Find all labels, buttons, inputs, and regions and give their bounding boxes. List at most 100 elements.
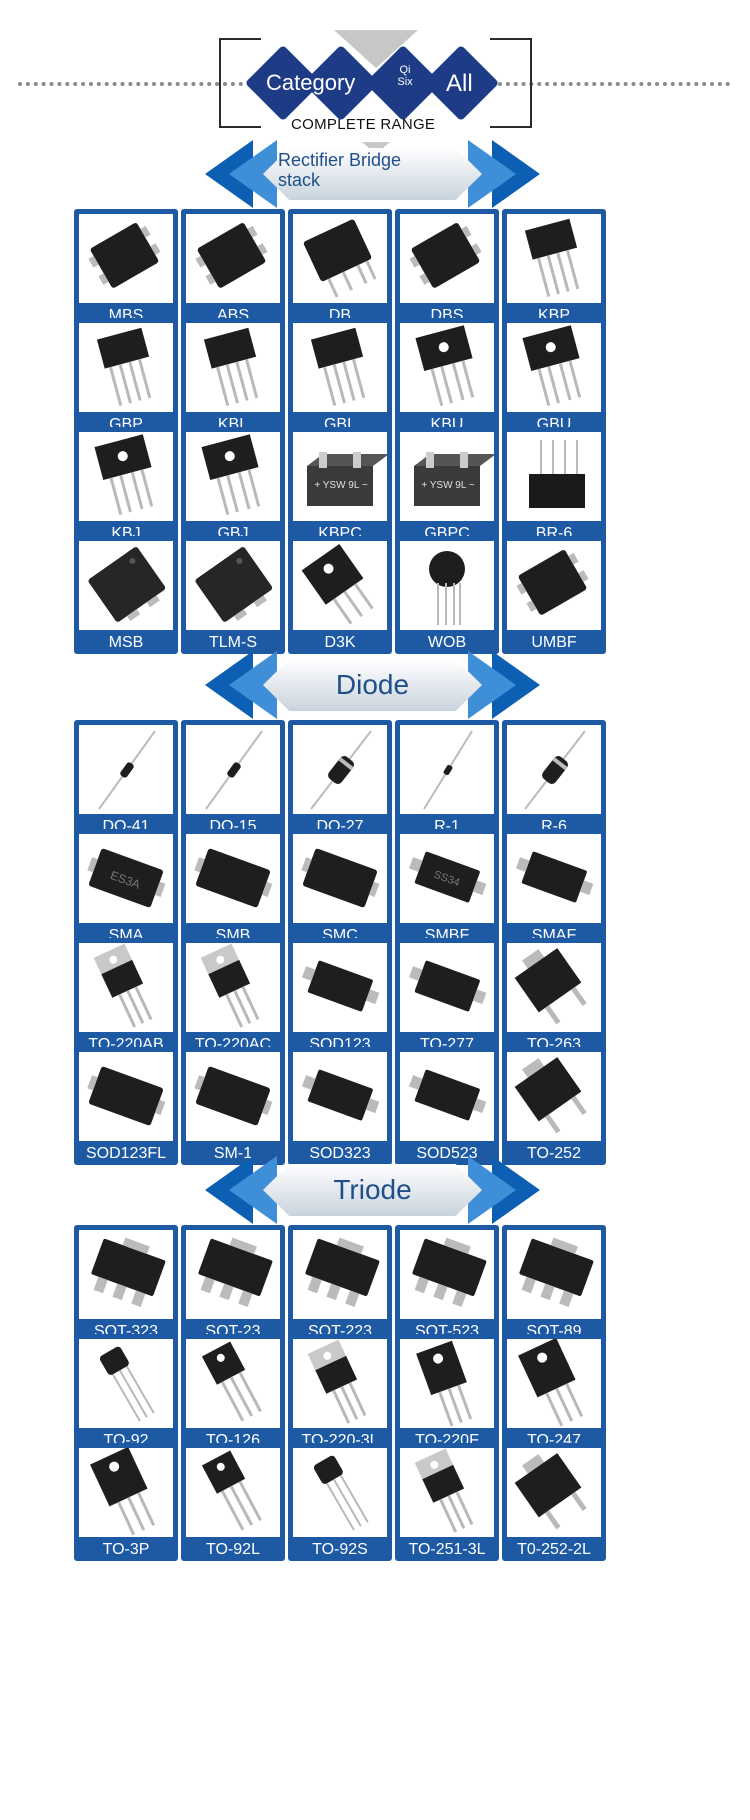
product-card[interactable]: TO-247 [502, 1334, 606, 1452]
smd-flat-diode-icon [293, 943, 387, 1032]
smd-flat-diode-icon [507, 834, 601, 923]
product-card[interactable]: KBJ [74, 427, 178, 545]
product-card[interactable]: DO-41 [74, 720, 178, 838]
product-card[interactable]: GBJ [181, 427, 285, 545]
product-card[interactable]: SOD523 [395, 1047, 499, 1165]
product-card[interactable]: KBP [502, 209, 606, 327]
product-card[interactable]: TO-251-3L [395, 1443, 499, 1561]
product-card[interactable]: BR-6 [502, 427, 606, 545]
product-card[interactable]: MSB [74, 536, 178, 654]
dotted-divider-left [18, 82, 243, 86]
product-card[interactable]: TO-92 [74, 1334, 178, 1452]
product-card[interactable]: WOB [395, 536, 499, 654]
sot-icon [79, 1230, 173, 1319]
product-card[interactable]: TO-3P [74, 1443, 178, 1561]
product-card[interactable]: R-1 [395, 720, 499, 838]
smd-square-chip-icon [79, 214, 173, 303]
product-card[interactable]: DO-15 [181, 720, 285, 838]
product-card[interactable]: T0-252-2L [502, 1443, 606, 1561]
product-card[interactable]: DB [288, 209, 392, 327]
to220-icon [400, 1448, 494, 1537]
product-card[interactable]: SMAF [502, 829, 606, 947]
smd-square-chip-icon [507, 541, 601, 630]
product-card[interactable]: GBU [502, 318, 606, 436]
product-card[interactable]: ABS [181, 209, 285, 327]
product-card[interactable]: SMC [288, 829, 392, 947]
product-card[interactable]: SOT-89 [502, 1225, 606, 1343]
single-inline-bridge-hole-icon [186, 432, 280, 521]
product-card[interactable]: GBL [288, 318, 392, 436]
product-label: TO-92S [312, 1541, 368, 1558]
product-card[interactable]: SM-1 [181, 1047, 285, 1165]
product-card[interactable]: TLM-S [181, 536, 285, 654]
product-card[interactable]: TO-220F [395, 1334, 499, 1452]
sot-icon [400, 1230, 494, 1319]
smd-diode-icon [79, 1052, 173, 1141]
single-inline-bridge-hole-icon [400, 323, 494, 412]
axial-diode-icon [79, 725, 173, 814]
product-card[interactable]: + YSW 9L ~ GBPC [395, 427, 499, 545]
product-card[interactable]: SOD123 [288, 938, 392, 1056]
product-card[interactable]: TO-92L [181, 1443, 285, 1561]
product-card[interactable]: SOT-523 [395, 1225, 499, 1343]
flat-smd-chip-icon [79, 541, 173, 630]
product-card[interactable]: TO-126 [181, 1334, 285, 1452]
dpak-chip-icon [293, 541, 387, 630]
smd-flat-diode-icon [400, 1052, 494, 1141]
section-title-line: Rectifier Bridge [278, 150, 402, 170]
product-card[interactable]: UMBF [502, 536, 606, 654]
product-card[interactable]: SMB [181, 829, 285, 947]
product-card[interactable]: D3K [288, 536, 392, 654]
product-label: TO-251-3L [408, 1541, 486, 1558]
product-card[interactable]: + YSW 9L ~ KBPC [288, 427, 392, 545]
to247-icon [507, 1339, 601, 1428]
header-frame [219, 38, 532, 128]
smd-flat-diode-icon [400, 943, 494, 1032]
d2pak-icon [507, 943, 601, 1032]
product-card[interactable]: DBS [395, 209, 499, 327]
square-bridge-terminal-icon: + YSW 9L ~ [400, 432, 494, 521]
brand-logo: Qi Six [397, 64, 413, 88]
product-card[interactable]: SOT-323 [74, 1225, 178, 1343]
smd-flat-diode-icon [293, 1052, 387, 1141]
round-bridge-icon [400, 541, 494, 630]
product-card[interactable]: R-6 [502, 720, 606, 838]
product-card[interactable]: TO-277 [395, 938, 499, 1056]
product-card[interactable]: TO-220-3L [288, 1334, 392, 1452]
smd-square-chip-icon [186, 214, 280, 303]
product-card[interactable]: TO-263 [502, 938, 606, 1056]
smd-diode-icon [186, 1052, 280, 1141]
product-card[interactable]: TO-252 [502, 1047, 606, 1165]
product-card[interactable]: SOD323 [288, 1047, 392, 1165]
product-card[interactable]: KBL [181, 318, 285, 436]
section-banner: Triode [205, 1156, 540, 1224]
product-card[interactable]: SOT-23 [181, 1225, 285, 1343]
product-card[interactable]: SS34 SMBF [395, 829, 499, 947]
section-title: Triode [333, 1174, 412, 1205]
product-label: T0-252-2L [517, 1541, 591, 1558]
axial-diode-icon [186, 725, 280, 814]
product-label: TLM-S [209, 634, 257, 651]
product-card[interactable]: SOT-223 [288, 1225, 392, 1343]
product-card[interactable]: MBS [74, 209, 178, 327]
square-bridge-terminal-icon: + YSW 9L ~ [293, 432, 387, 521]
to126-icon [186, 1339, 280, 1428]
product-card[interactable]: GBP [74, 318, 178, 436]
product-label: UMBF [531, 634, 577, 651]
product-card[interactable]: SOD123FL [74, 1047, 178, 1165]
to92-icon [79, 1339, 173, 1428]
category-label: Category [266, 70, 356, 95]
product-card[interactable]: ES3A SMA [74, 829, 178, 947]
to220-icon [186, 943, 280, 1032]
product-card[interactable]: TO-220AB [74, 938, 178, 1056]
product-card[interactable]: DO-27 [288, 720, 392, 838]
product-label: TO-92L [206, 1541, 260, 1558]
product-card[interactable]: TO-220AC [181, 938, 285, 1056]
product-label: SOD123FL [85, 1145, 167, 1162]
product-card[interactable]: TO-92S [288, 1443, 392, 1561]
single-inline-bridge-icon [79, 323, 173, 412]
product-label: TO-3P [102, 1541, 150, 1558]
section-title: Diode [335, 669, 410, 700]
product-label: SOD523 [416, 1145, 478, 1162]
product-card[interactable]: KBU [395, 318, 499, 436]
